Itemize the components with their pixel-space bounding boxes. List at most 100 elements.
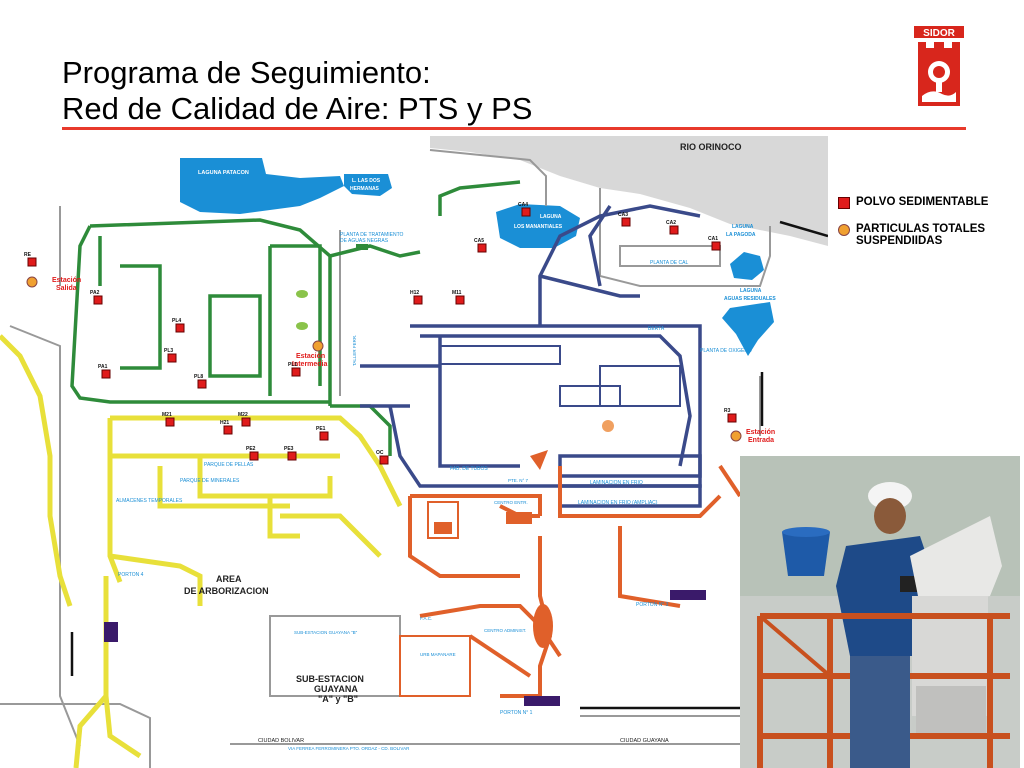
yellow-route [0, 334, 403, 768]
green-route [70, 180, 521, 456]
marker-label-pe1: PE1 [316, 426, 326, 432]
sidor-logo: SIDOR [914, 26, 964, 106]
laminacion-frio: LAMINACION EN FRIO [590, 480, 643, 486]
porton-3: PORTON N° 3 [636, 602, 669, 608]
marker-m21[interactable] [165, 417, 175, 427]
title-line-1: Programa de Seguimiento: [62, 55, 431, 90]
blue-route [360, 204, 702, 508]
marker-label-h21: H21 [220, 420, 229, 426]
centro-entr: CENTRO ENTR. [494, 500, 528, 505]
manantiales-label-1: LAGUNA [540, 214, 562, 220]
marker-m11[interactable] [455, 295, 465, 305]
title-line-2: Red de Calidad de Aire: PTS y PS [62, 91, 533, 126]
legend-label-pts: PARTICULAS TOTALES SUSPENDIIDAS [856, 223, 986, 247]
pagoda-label-1: LAGUNA [732, 224, 754, 230]
marker-re[interactable] [27, 257, 37, 267]
ciudad-bolivar: CIUDAD BOLIVAR [258, 738, 304, 744]
residuales-label-2: AGUAS RESIDUALES [724, 296, 776, 302]
marker-label-m11: M11 [452, 290, 462, 296]
plant-map: RIO ORINOCO LAGUNA PATACON L. LAS DOS HE… [0, 136, 828, 768]
marker-ca4[interactable] [521, 207, 531, 217]
marker-pa2[interactable] [93, 295, 103, 305]
planta-tratamiento-1: PLANTA DE TRATAMIENTO [340, 232, 404, 238]
marker-pe2[interactable] [249, 451, 259, 461]
dos-hermanas-label-2: HERMANAS [350, 186, 380, 192]
marker-label-r3: R3 [724, 408, 731, 414]
slide-title: Programa de Seguimiento: Red de Calidad … [62, 55, 532, 127]
marker-ca2[interactable] [669, 225, 679, 235]
marker-label-ca1: CA1 [708, 236, 718, 242]
dos-hermanas-label-1: L. LAS DOS [352, 178, 381, 184]
red-square-icon [838, 197, 850, 209]
manantiales-label-2: LOS MANANTIALES [514, 224, 563, 230]
planta-oxigeno: PLANTA DE OXIGENO [700, 348, 752, 354]
logo-text: SIDOR [923, 28, 955, 39]
marker-pl8[interactable] [197, 379, 207, 389]
berta: BERTA [648, 326, 665, 332]
marker-pl1[interactable] [291, 367, 301, 377]
station-intermedia[interactable] [312, 340, 324, 352]
marker-label-h12: H12 [410, 290, 419, 296]
marker-ca3[interactable] [621, 217, 631, 227]
marker-oc[interactable] [379, 455, 389, 465]
marker-label-ca4: CA4 [518, 202, 528, 208]
subestacion-b: SUB-ESTACION GUAYANA "B" [294, 630, 358, 635]
marker-label-ca2: CA2 [666, 220, 676, 226]
marker-label-pe2: PE2 [246, 446, 256, 452]
laguna-residuales [722, 302, 774, 356]
marker-pl4[interactable] [175, 323, 185, 333]
parque-pellas: PARQUE DE PELLAS [204, 462, 254, 468]
subestacion-1: SUB-ESTACION [296, 674, 364, 684]
laguna-patacon-label: LAGUNA PATACON [198, 170, 249, 176]
marker-r3[interactable] [727, 413, 737, 423]
marker-label-pe3: PE3 [284, 446, 294, 452]
legend: POLVO SEDIMENTABLE PARTICULAS TOTALES SU… [838, 196, 1018, 261]
legend-label-polvo: POLVO SEDIMENTABLE [856, 196, 989, 208]
laminacion-frio-ampliac: LAMINACION EN FRIO (AMPLIAC) [578, 500, 658, 506]
marker-m22[interactable] [241, 417, 251, 427]
urb-mapanare: URB MAPANARE [420, 652, 456, 657]
station-salida[interactable] [26, 276, 38, 288]
rio-label: RIO ORINOCO [680, 142, 742, 152]
marker-pa1[interactable] [101, 369, 111, 379]
planta-cal: PLANTA DE CAL [650, 260, 688, 266]
marker-label-ca5: CA5 [474, 238, 484, 244]
subestacion-2: GUAYANA [314, 684, 358, 694]
marker-label-ca3: CA3 [618, 212, 628, 218]
marker-ca1[interactable] [711, 241, 721, 251]
marker-label-re: RE [24, 252, 32, 258]
centro-admin: CENTRO ADMINIST. [484, 628, 526, 633]
marker-label-pa1: PA1 [98, 364, 108, 370]
via-ferrea: VIA FERREA FERROMINERA PTO. ORDAZ - CD. … [288, 746, 410, 751]
marker-label-pa2: PA2 [90, 290, 100, 296]
marker-label-pl1: PL1 [288, 362, 297, 368]
marker-label-pl8: PL8 [194, 374, 203, 380]
orange-route [408, 464, 742, 698]
fab-tubos: FAB. DE TUBOS [450, 466, 488, 472]
orange-roundabout [533, 604, 553, 648]
marker-label-oc: OC [376, 450, 384, 456]
arborizacion-2: DE ARBORIZACION [184, 586, 269, 596]
marker-ca5[interactable] [477, 243, 487, 253]
arborizacion-1: AREA [216, 574, 242, 584]
porton-4: PORTON 4 [118, 572, 144, 578]
marker-label-pl3: PL3 [164, 348, 173, 354]
laguna-pagoda [730, 252, 764, 280]
planta-tratamiento-2: DE AGUAS NEGRAS [340, 238, 389, 244]
intermedia-label-2: Intermedia [292, 361, 328, 368]
marker-h12[interactable] [413, 295, 423, 305]
marker-h21[interactable] [223, 425, 233, 435]
orange-circle-icon [838, 224, 850, 236]
marker-pe1[interactable] [319, 431, 329, 441]
marker-pe3[interactable] [287, 451, 297, 461]
legend-item-polvo: POLVO SEDIMENTABLE [838, 196, 1018, 209]
river-area [430, 136, 828, 246]
salida-label-1: Estación [52, 277, 81, 284]
ciudad-guayana: CIUDAD GUAYANA [620, 738, 669, 744]
salida-label-2: Salida [56, 285, 77, 292]
technician-photo [740, 456, 1020, 768]
almacenes: ALMACENES TEMPORALES [116, 498, 183, 504]
marker-pl3[interactable] [167, 353, 177, 363]
marker-label-pl4: PL4 [172, 318, 181, 324]
station-entrada[interactable] [730, 430, 742, 442]
